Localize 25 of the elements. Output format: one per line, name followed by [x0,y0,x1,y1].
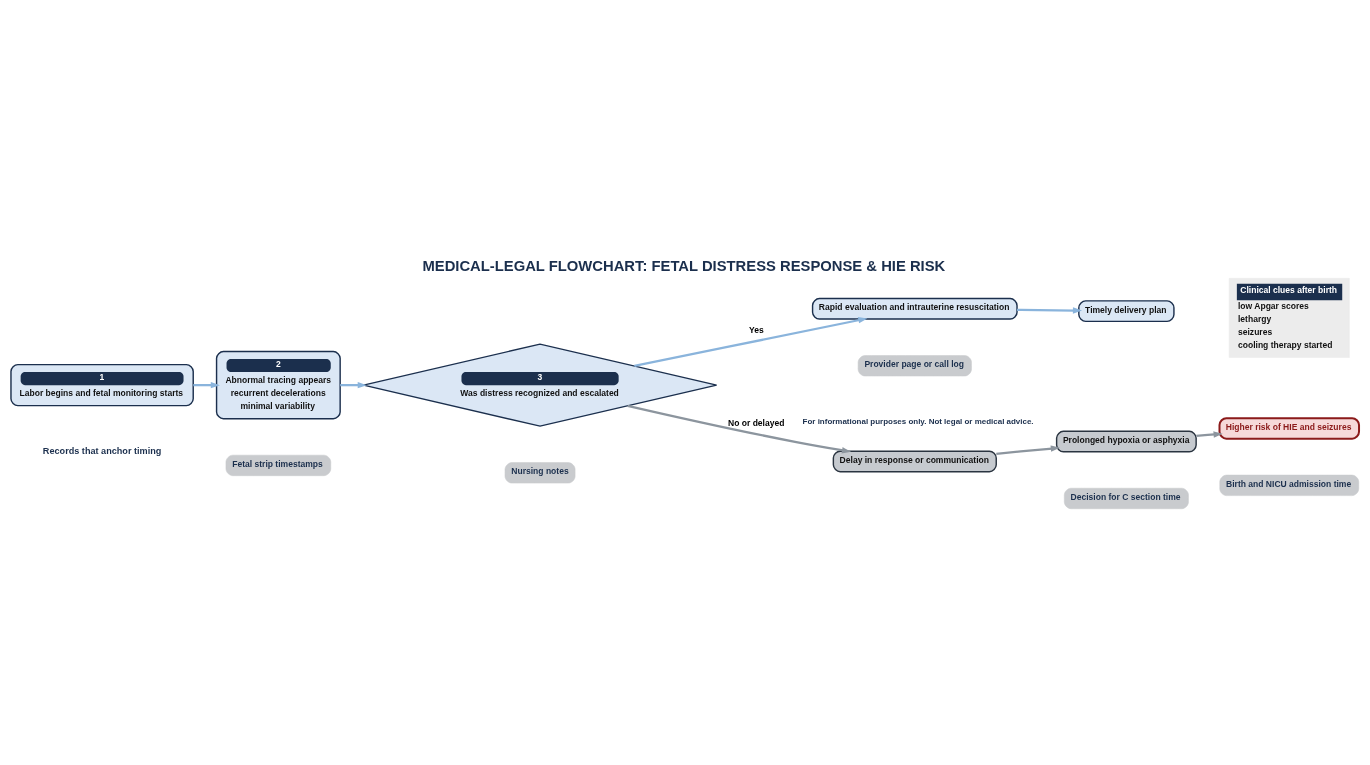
node-box: Delay in response or communication [832,450,997,472]
node-box: Rapid evaluation and intrauterine resuscitation [811,297,1018,320]
node-diamond: 3 Was distress recognized and escalated [362,342,718,427]
edge-label: Yes [749,324,764,335]
node-box: Higher risk of HIE and seizures [1218,416,1361,440]
edge-label: No or delayed [728,417,785,428]
node-box: Provider page or call log [857,354,972,376]
node-box: Nursing notes [504,461,576,483]
node-box: Birth and NICU admission time [1219,474,1360,496]
arrow [996,444,1060,455]
node-box: 2 Abnormal tracing appears recurrent decelerations minimal variability [215,350,341,419]
arrow [1196,430,1223,438]
label: Records that anchor timing [42,445,162,456]
arrow [627,404,852,453]
node-box: Timely delivery plan [1078,299,1175,322]
diagram-title: MEDICAL-LEGAL FLOWCHART: FETAL DISTRESS RESPONSE & HIE RISK [422,257,946,274]
node-box: Decision for C section time [1064,487,1189,509]
node-box: 1 Labor begins and fetal monitoring starts [10,363,194,406]
node-box: Prolonged hypoxia or asphyxia [1055,430,1197,452]
arrow [634,316,868,367]
arrow [340,381,367,388]
arrow [193,381,220,388]
arrow [1017,306,1083,314]
node-box: Fetal strip timestamps [225,454,332,476]
node-box: Clinical clues after birth low Apgar scores lethargy seizures cooling therapy started [1228,277,1350,358]
